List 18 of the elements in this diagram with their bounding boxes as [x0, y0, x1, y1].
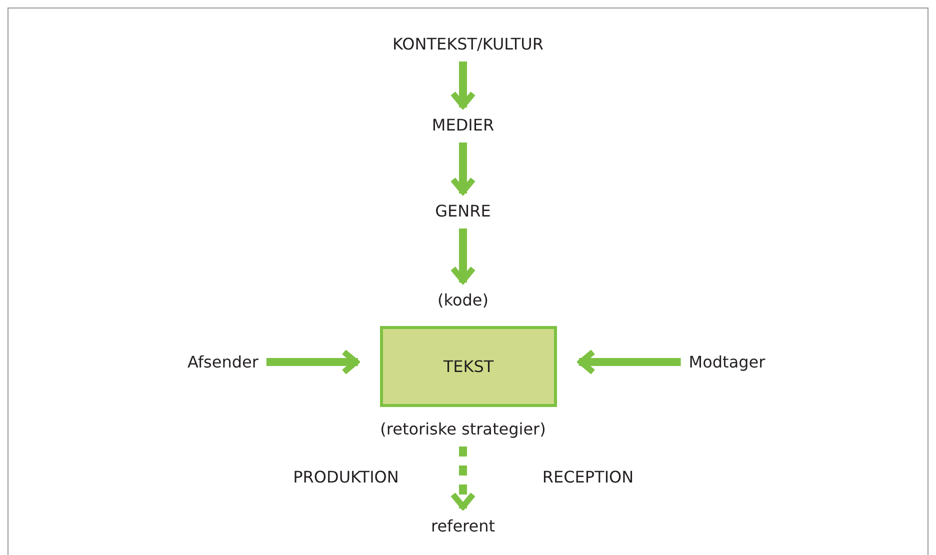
strategies-label: (retoriske strategier) — [380, 420, 546, 438]
production-label: PRODUKTION — [293, 468, 399, 486]
receiver-label: Modtager — [688, 352, 766, 372]
code-label: (kode) — [438, 290, 488, 310]
genre-label: GENRE — [435, 202, 491, 220]
arrow — [266, 349, 359, 375]
arrow — [450, 142, 476, 194]
context-label: KONTEKST/KULTUR — [392, 34, 544, 54]
referent-label: referent — [430, 516, 496, 536]
text-box — [380, 326, 557, 407]
arrow — [450, 446, 476, 510]
arrow — [450, 228, 476, 284]
box-label: TEKST — [443, 357, 494, 376]
media-label: MEDIER — [432, 116, 494, 134]
arrow — [578, 349, 681, 375]
sender-label: Afsender — [188, 352, 258, 372]
reception-label: RECEPTION — [542, 468, 634, 486]
arrow — [450, 62, 476, 108]
